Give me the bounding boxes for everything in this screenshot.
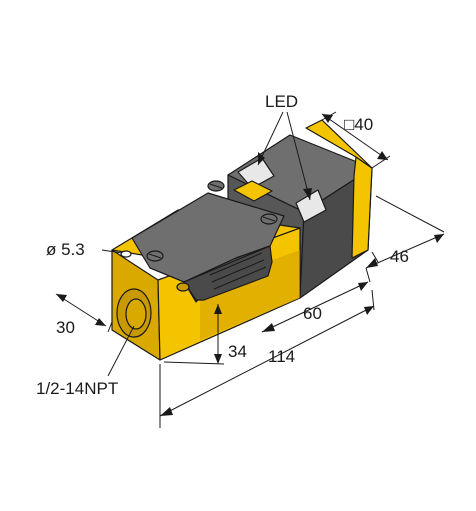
label-square-40: □40 [344, 115, 373, 134]
label-dim-30: 30 [56, 318, 75, 337]
screw-front-left [146, 250, 164, 262]
screw-back [207, 180, 225, 192]
dim-60-line [261, 281, 369, 333]
label-dim-60: 60 [303, 304, 322, 323]
dim-40-ext-2 [371, 155, 391, 169]
label-dim-114: 114 [268, 347, 295, 366]
label-dim-34: 34 [228, 342, 247, 361]
label-led: LED [265, 92, 298, 111]
arrowheads [56, 114, 444, 416]
terminal-cover [131, 192, 285, 303]
label-dim-46: 46 [390, 247, 409, 266]
conduit-hole [116, 288, 152, 338]
dim-46-line [365, 233, 445, 269]
dim-114-line [159, 305, 375, 417]
dim-114-ext-2 [371, 289, 375, 311]
cover-rib-3 [213, 266, 267, 290]
dim-30-ext [107, 321, 113, 333]
hole-leader [101, 249, 123, 254]
mounting-hole-rear [176, 282, 190, 292]
conduit-hole-inner [125, 298, 147, 330]
label-thread: 1/2-14NPT [36, 379, 118, 398]
housing-side-shade [200, 250, 300, 340]
dim-46-ext-1 [375, 195, 445, 233]
thread-leader [107, 325, 135, 377]
led-leader-right [286, 111, 311, 201]
mounting-hole-front [120, 250, 132, 258]
dim-46-ext-2 [371, 251, 379, 263]
screw-right [260, 213, 278, 225]
dim-40-line [321, 113, 389, 161]
cover-rib-2 [211, 259, 265, 283]
label-hole-dia: ø 5.3 [46, 240, 85, 259]
sensing-face [351, 156, 373, 259]
dim-34-ext [163, 361, 225, 365]
dim-60-ext [365, 267, 371, 283]
terminal-cover-side [183, 245, 273, 301]
indicator-window [233, 180, 273, 202]
cover-rib-1 [209, 252, 263, 276]
